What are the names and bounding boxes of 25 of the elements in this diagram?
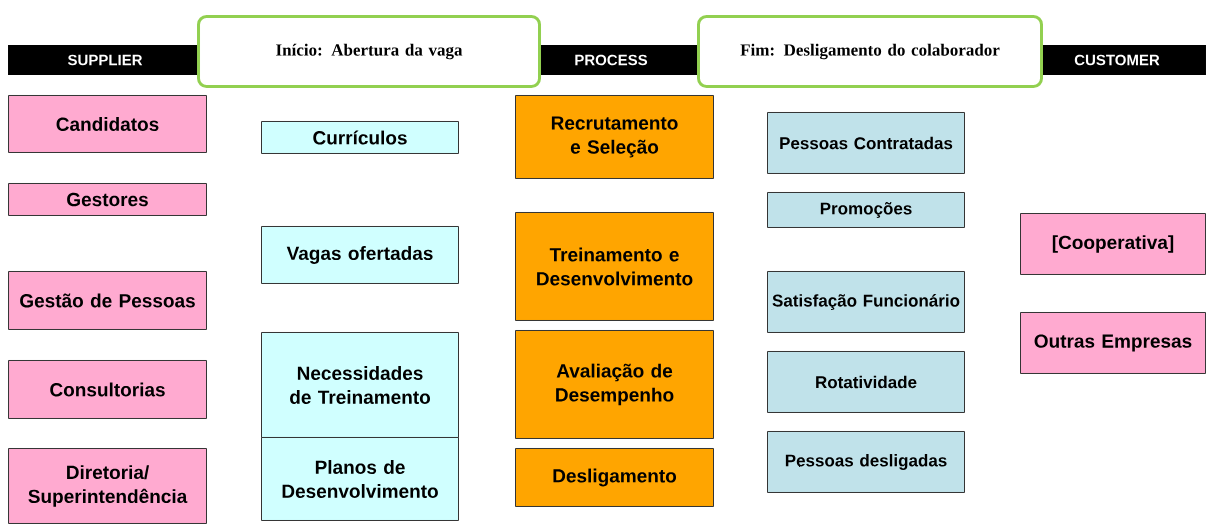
callout-box: Fim: Desligamento do colaborador	[697, 15, 1043, 88]
process-box: Desligamento	[515, 448, 714, 507]
column-heading: SUPPLIER	[67, 54, 143, 66]
callout-box: Início: Abertura da vaga	[197, 15, 541, 88]
process-box: Recrutamento e Seleção	[515, 95, 714, 179]
supplier-box: [Cooperativa]	[1020, 213, 1206, 275]
supplier-box: Candidatos	[8, 95, 207, 153]
input-box: Necessidades de Treinamento	[261, 332, 459, 438]
input-box: Planos de Desenvolvimento	[261, 437, 459, 521]
supplier-box: Gestores	[8, 183, 207, 216]
supplier-box: Gestão de Pessoas	[8, 271, 207, 330]
supplier-box: Outras Empresas	[1020, 312, 1206, 374]
output-box: Satisfação Funcionário	[767, 271, 965, 333]
supplier-box: Diretoria/ Superintendência	[8, 448, 207, 524]
output-box: Pessoas desligadas	[767, 431, 965, 493]
output-box: Promoções	[767, 192, 965, 228]
output-box: Rotatividade	[767, 351, 965, 413]
process-box: Avaliação de Desempenho	[515, 330, 714, 439]
input-box: Currículos	[261, 121, 459, 154]
output-box: Pessoas Contratadas	[767, 112, 965, 174]
input-box: Vagas ofertadas	[261, 226, 459, 284]
supplier-box: Consultorias	[8, 360, 207, 419]
column-heading: PROCESS	[575, 54, 648, 66]
column-heading: CUSTOMER	[1074, 54, 1160, 66]
process-box: Treinamento e Desenvolvimento	[515, 212, 714, 321]
